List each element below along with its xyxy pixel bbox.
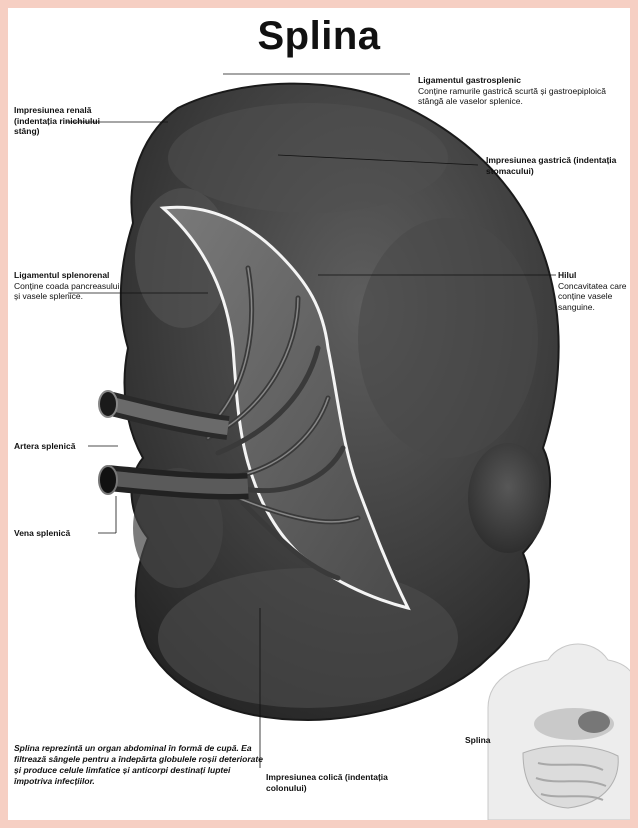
figure-caption: Splina reprezintă un organ abdominal în … xyxy=(14,743,264,787)
gastric-surface xyxy=(358,218,538,458)
vein-opening xyxy=(99,466,117,494)
upper-lobe xyxy=(168,103,448,213)
label-gastric-impression: Impresiunea gastrică (indentația stomacu… xyxy=(486,155,622,176)
label-splenorenal-ligament: Ligamentul splenorenal Conține coada pan… xyxy=(14,270,124,302)
inset-spleen xyxy=(578,711,610,733)
lower-lobe-right xyxy=(468,443,548,553)
label-hilum: Hilul Concavitatea care conține vasele s… xyxy=(558,270,628,312)
label-splenorenal-name: Ligamentul splenorenal xyxy=(14,270,124,281)
inset-spleen-label: Splina xyxy=(465,735,491,745)
label-artery-name: Artera splenică xyxy=(14,441,104,452)
label-hilum-desc: Concavitatea care conține vasele sanguin… xyxy=(558,281,628,313)
label-renal-name: Impresiunea renală (indentația rinichiul… xyxy=(14,105,124,137)
label-gastrosplenic-ligament: Ligamentul gastrosplenic Conține ramuril… xyxy=(418,75,618,107)
colic-surface xyxy=(158,568,458,708)
label-vein-name: Vena splenică xyxy=(14,528,104,539)
label-renal-impression: Impresiunea renală (indentația rinichiul… xyxy=(14,105,124,137)
inset-body-figure xyxy=(488,644,630,820)
figure-panel: Splina xyxy=(8,8,630,820)
label-gastrosplenic-desc: Conține ramurile gastrică scurtă și gast… xyxy=(418,86,618,107)
label-gastric-name: Impresiunea gastrică (indentația stomacu… xyxy=(486,155,622,176)
label-hilum-name: Hilul xyxy=(558,270,628,281)
artery-opening xyxy=(99,391,117,417)
label-colic-name: Impresiunea colică (indentația colonului… xyxy=(266,772,406,793)
label-colic-impression: Impresiunea colică (indentația colonului… xyxy=(266,772,406,793)
label-splenic-vein: Vena splenică xyxy=(14,528,104,539)
label-splenic-artery: Artera splenică xyxy=(14,441,104,452)
label-splenorenal-desc: Conține coada pancreasului și vasele spl… xyxy=(14,281,124,302)
label-gastrosplenic-name: Ligamentul gastrosplenic xyxy=(418,75,618,86)
